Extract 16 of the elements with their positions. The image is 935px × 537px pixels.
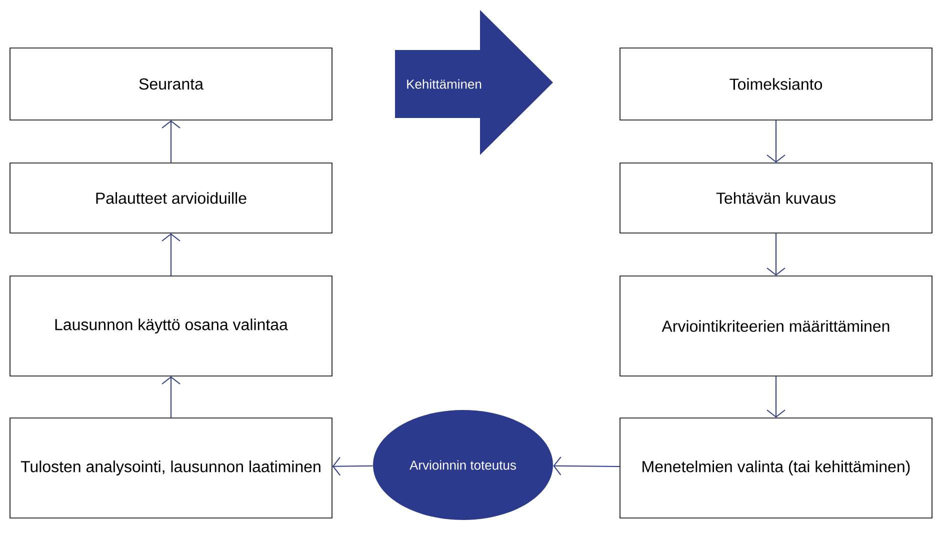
arrow [332,456,374,476]
arrow [162,120,180,164]
arrow [162,233,180,276]
arrow [553,456,620,476]
arrow [766,376,786,418]
process-box: Arviointikriteerien määrittäminen [620,276,932,376]
process-box: Menetelmien valinta (tai kehittäminen) [620,418,932,518]
process-box: Tehtävän kuvaus [620,162,932,234]
process-box: Tulosten analysointi, lausunnon laatiminen [10,418,332,518]
process-box: Seuranta [10,48,332,120]
process-box: Toimeksianto [620,48,932,120]
arrow [162,376,180,418]
arrow [766,120,786,163]
arrow [766,232,786,276]
process-box: Lausunnon käyttö osana valintaa [10,276,332,376]
process-box: Palautteet arvioiduille [10,162,332,234]
